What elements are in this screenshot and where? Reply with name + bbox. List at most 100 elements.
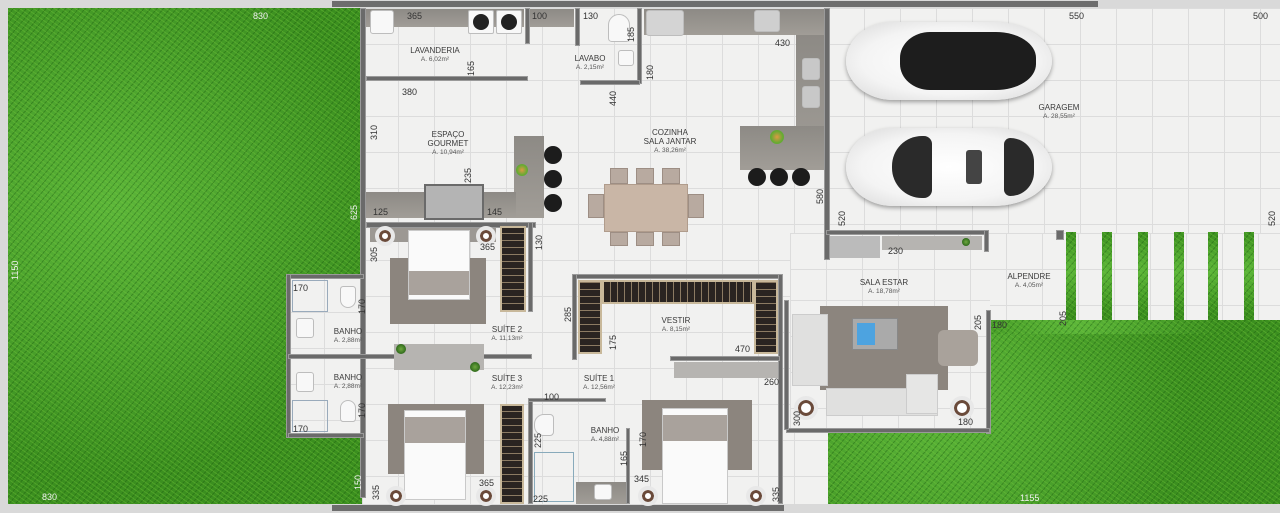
room-name: GOURMET — [427, 139, 469, 148]
room-lavanderia: LAVANDERIA A. 6,02m² — [410, 46, 460, 64]
sink-icon — [296, 318, 314, 338]
room-vestir: VESTIR A. 8,15m² — [662, 316, 691, 334]
dim-gourmet-counter-2: 145 — [487, 207, 503, 217]
pillar — [1056, 230, 1064, 240]
car-icon — [846, 128, 1052, 206]
dim-lav-height: 165 — [466, 60, 476, 76]
dim-lavabo-height: 185 — [626, 26, 636, 42]
room-espaco-gourmet: ESPAÇO GOURMET A. 10,94m² — [428, 130, 469, 157]
dining-chair-icon — [610, 168, 628, 184]
tv-shelf — [394, 344, 484, 370]
dim-lot-top-right: 500 — [1253, 11, 1269, 21]
dining-chair-icon — [662, 168, 680, 184]
room-name: VESTIR — [661, 316, 691, 325]
tv-cabinet — [830, 236, 880, 258]
room-suite1: SUÍTE 1 A. 12,56m² — [583, 374, 615, 392]
room-name: ESPAÇO — [431, 130, 465, 139]
dim-vestir-height: 285 — [563, 306, 573, 322]
room-name: SUÍTE 2 — [491, 325, 523, 334]
gourmet-sink-counter — [366, 192, 424, 218]
room-area: A. 2,88m² — [333, 383, 363, 390]
nightstand-lamp-icon — [476, 226, 496, 246]
room-name: COZINHA — [651, 128, 688, 137]
room-area: A. 4,05m² — [1014, 282, 1044, 289]
dim-banho3-width: 170 — [293, 424, 309, 434]
room-suite3: SUÍTE 3 A. 12,23m² — [491, 374, 523, 392]
nightstand-lamp-icon — [386, 486, 406, 506]
wall-lavanderia-south — [366, 76, 528, 81]
dim-garage-left: 520 — [837, 210, 847, 226]
lawn-strip — [1244, 232, 1254, 330]
armchair-icon — [938, 330, 978, 366]
dining-chair-icon — [588, 194, 604, 218]
bar-stool-icon — [544, 194, 562, 212]
dim-lot-left-side: 1150 — [10, 260, 20, 280]
dim-lot-bottom-right: 1155 — [1020, 493, 1040, 503]
lawn-strip — [1174, 232, 1184, 330]
sink-icon — [296, 372, 314, 392]
wall-suite2-north — [366, 222, 536, 228]
bar-stool-icon — [770, 168, 788, 186]
dim-lot-top-left: 830 — [253, 11, 269, 21]
tv-shelf — [882, 236, 982, 250]
dim-lav-counter: 365 — [407, 11, 423, 21]
room-name: SALA JANTAR — [643, 137, 697, 146]
sofa-icon — [792, 314, 828, 386]
wall-suite2-east — [528, 222, 533, 312]
dim-sala-bottom: 180 — [958, 417, 974, 427]
dim-gourmet-width: 380 — [402, 87, 418, 97]
dim-left-wall: 625 — [349, 204, 359, 220]
room-name: LAVABO — [574, 54, 606, 63]
washing-machine-icon — [468, 10, 494, 34]
lot-border-left — [0, 0, 8, 513]
wall-banho1-north — [528, 398, 606, 402]
wall-lavanderia-east — [525, 8, 530, 44]
plant-icon — [470, 362, 480, 372]
toilet-icon — [534, 414, 554, 436]
room-area: A. 2,88m² — [333, 337, 363, 344]
dim-lot-bottom-left: 830 — [42, 492, 58, 502]
sink-icon — [370, 10, 394, 34]
lot-wall-top — [332, 1, 1098, 7]
room-area: A. 11,13m² — [491, 335, 523, 342]
room-name: SUÍTE 3 — [491, 374, 523, 383]
gourmet-counter — [514, 136, 544, 218]
sink-icon — [802, 58, 820, 80]
dim-sala-height: 205 — [973, 314, 983, 330]
room-area: A. 6,02m² — [420, 56, 450, 63]
room-area: A. 4,88m² — [590, 436, 620, 443]
room-name: SALA ESTAR — [859, 278, 909, 287]
dim-wardrobe2: 130 — [534, 234, 544, 250]
wall-sala-north — [826, 230, 988, 235]
side-table-icon — [794, 396, 818, 420]
lawn-strip-base — [988, 320, 1280, 334]
toilet-icon — [340, 400, 356, 422]
dim-suite1-bed: 170 — [638, 431, 648, 447]
bed-icon — [662, 408, 728, 504]
lawn-strip — [1102, 232, 1112, 330]
wall-vestir-west — [572, 274, 577, 360]
dim-garage-top: 550 — [1069, 11, 1085, 21]
wall-west — [360, 8, 366, 498]
lawn-strip — [1138, 232, 1148, 330]
shower-area — [292, 280, 328, 312]
closet-shelf-icon — [578, 280, 602, 354]
room-area: A. 18,78m² — [868, 288, 900, 295]
wall-sala-ne — [984, 230, 989, 252]
wall-lavabo-west — [575, 8, 580, 46]
dim-suite3-height: 335 — [371, 484, 381, 500]
room-banho-suite3: BANHO A. 2,88m² — [334, 373, 362, 391]
wall-bath-south — [288, 433, 364, 438]
bar-stool-icon — [544, 146, 562, 164]
room-garagem: GARAGEM A. 28,55m² — [1039, 103, 1080, 121]
sink-icon — [594, 484, 612, 500]
wall-vestir-south — [670, 356, 780, 361]
bar-stool-icon — [792, 168, 810, 186]
dim-sala-side: 180 — [992, 320, 1008, 330]
dim-sala-desk: 260 — [764, 377, 780, 387]
dim-banho2-width: 170 — [293, 283, 309, 293]
dining-chair-icon — [636, 168, 654, 184]
gourmet-counter-2 — [484, 192, 516, 218]
wall-banho1-east — [626, 428, 630, 504]
room-alpendre: ALPENDRE A. 4,05m² — [1007, 272, 1050, 290]
